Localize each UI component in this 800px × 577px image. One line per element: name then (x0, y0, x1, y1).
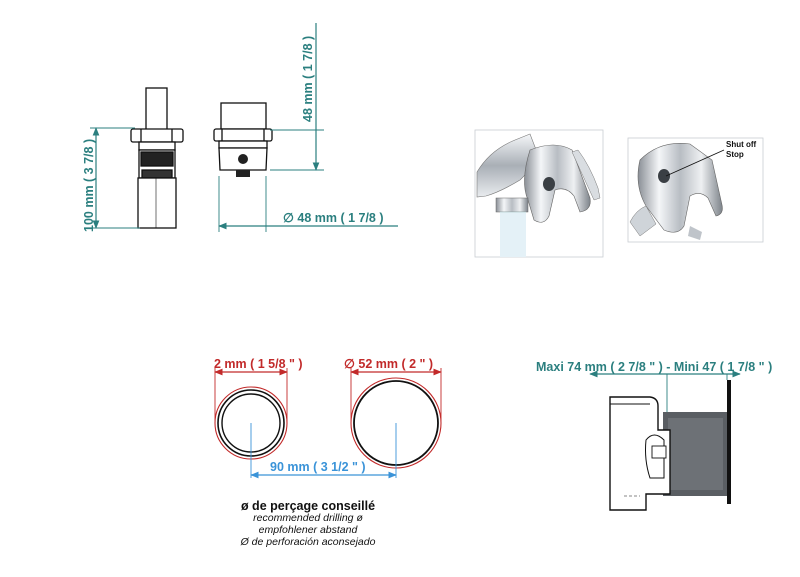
dim-48mm-height-label: 48 mm ( 1 7/8 ) (301, 36, 315, 122)
drilling-hole-large: ∅ 52 mm ( 2 " ) (344, 357, 442, 469)
product-photo-holder (474, 129, 604, 258)
caption-de: empfohlener abstand (258, 524, 358, 536)
dim-diameter-52mm-label: ∅ 52 mm ( 2 " ) (344, 357, 433, 371)
caption-en: recommended drilling ø (253, 512, 363, 524)
side-view-drawing (130, 87, 184, 229)
dim-diameter-48mm-label: ∅ 48 mm ( 1 7/8 ) (283, 211, 384, 225)
dim-48mm-height: 48 mm ( 1 7/8 ) (270, 23, 324, 171)
dim-2mm-label: 2 mm ( 1 5/8 " ) (214, 357, 303, 371)
shut-off-label: Shut off (726, 140, 757, 149)
product-photo-shut-off: Shut off Stop (627, 137, 764, 243)
caption-es: Ø de perforación aconsejado (240, 536, 376, 548)
dim-100mm: 100 mm ( 3 7/8 ) (82, 127, 140, 232)
installation-section-drawing: Maxi 74 mm ( 2 7/8 " ) - Mini 47 ( 1 7/8… (536, 360, 772, 511)
dim-90mm: 90 mm ( 3 1/2 " ) (250, 423, 397, 479)
dim-90mm-label: 90 mm ( 3 1/2 " ) (270, 460, 366, 474)
front-view-drawing (213, 102, 273, 177)
drilling-caption: ø de perçage conseillé recommended drill… (208, 500, 408, 548)
dim-diameter-48mm: ∅ 48 mm ( 1 7/8 ) (218, 176, 398, 232)
dim-100mm-label: 100 mm ( 3 7/8 ) (82, 139, 96, 232)
drilling-hole-small: 2 mm ( 1 5/8 " ) (214, 357, 303, 460)
dim-maxi-mini-label: Maxi 74 mm ( 2 7/8 " ) - Mini 47 ( 1 7/8… (536, 360, 772, 374)
stop-label: Stop (726, 150, 744, 159)
caption-fr: ø de perçage conseillé (240, 499, 376, 513)
